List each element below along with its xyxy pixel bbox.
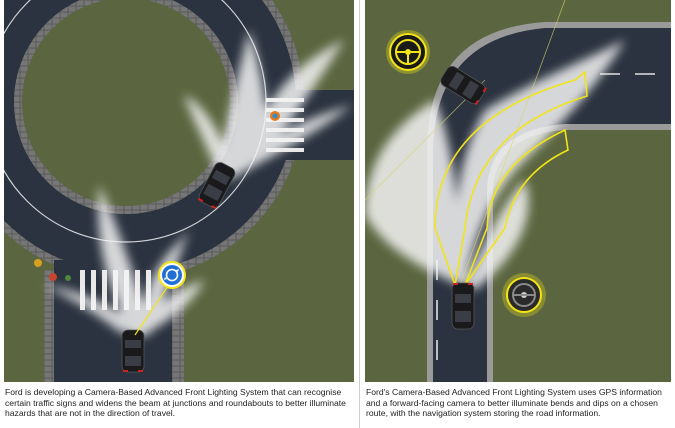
left-caption: Ford is developing a Camera-Based Advanc…	[5, 387, 346, 419]
roundabout-sign-icon	[158, 261, 186, 289]
car-bottom	[121, 329, 145, 373]
bend-illustration	[365, 0, 671, 382]
grass-bottom-left	[4, 305, 44, 382]
beam-outline	[434, 70, 588, 289]
steering-wheel-icon	[386, 30, 430, 74]
camera-detection-line	[134, 279, 173, 336]
right-caption: Ford's Camera-Based Advanced Front Light…	[366, 387, 662, 419]
pedestrian-crossing-right	[270, 111, 280, 121]
car-top	[440, 65, 487, 106]
car-bottom	[451, 282, 475, 330]
steering-wheel-icon	[502, 273, 546, 317]
headlight-beams	[44, 30, 352, 340]
island-grass	[22, 0, 230, 206]
panel-divider	[359, 0, 360, 428]
car-roundabout	[197, 162, 236, 210]
grass-bottom-right	[189, 300, 354, 382]
roundabout-illustration	[4, 0, 354, 382]
pedestrians-left	[34, 259, 71, 281]
guide-lines	[365, 0, 566, 286]
